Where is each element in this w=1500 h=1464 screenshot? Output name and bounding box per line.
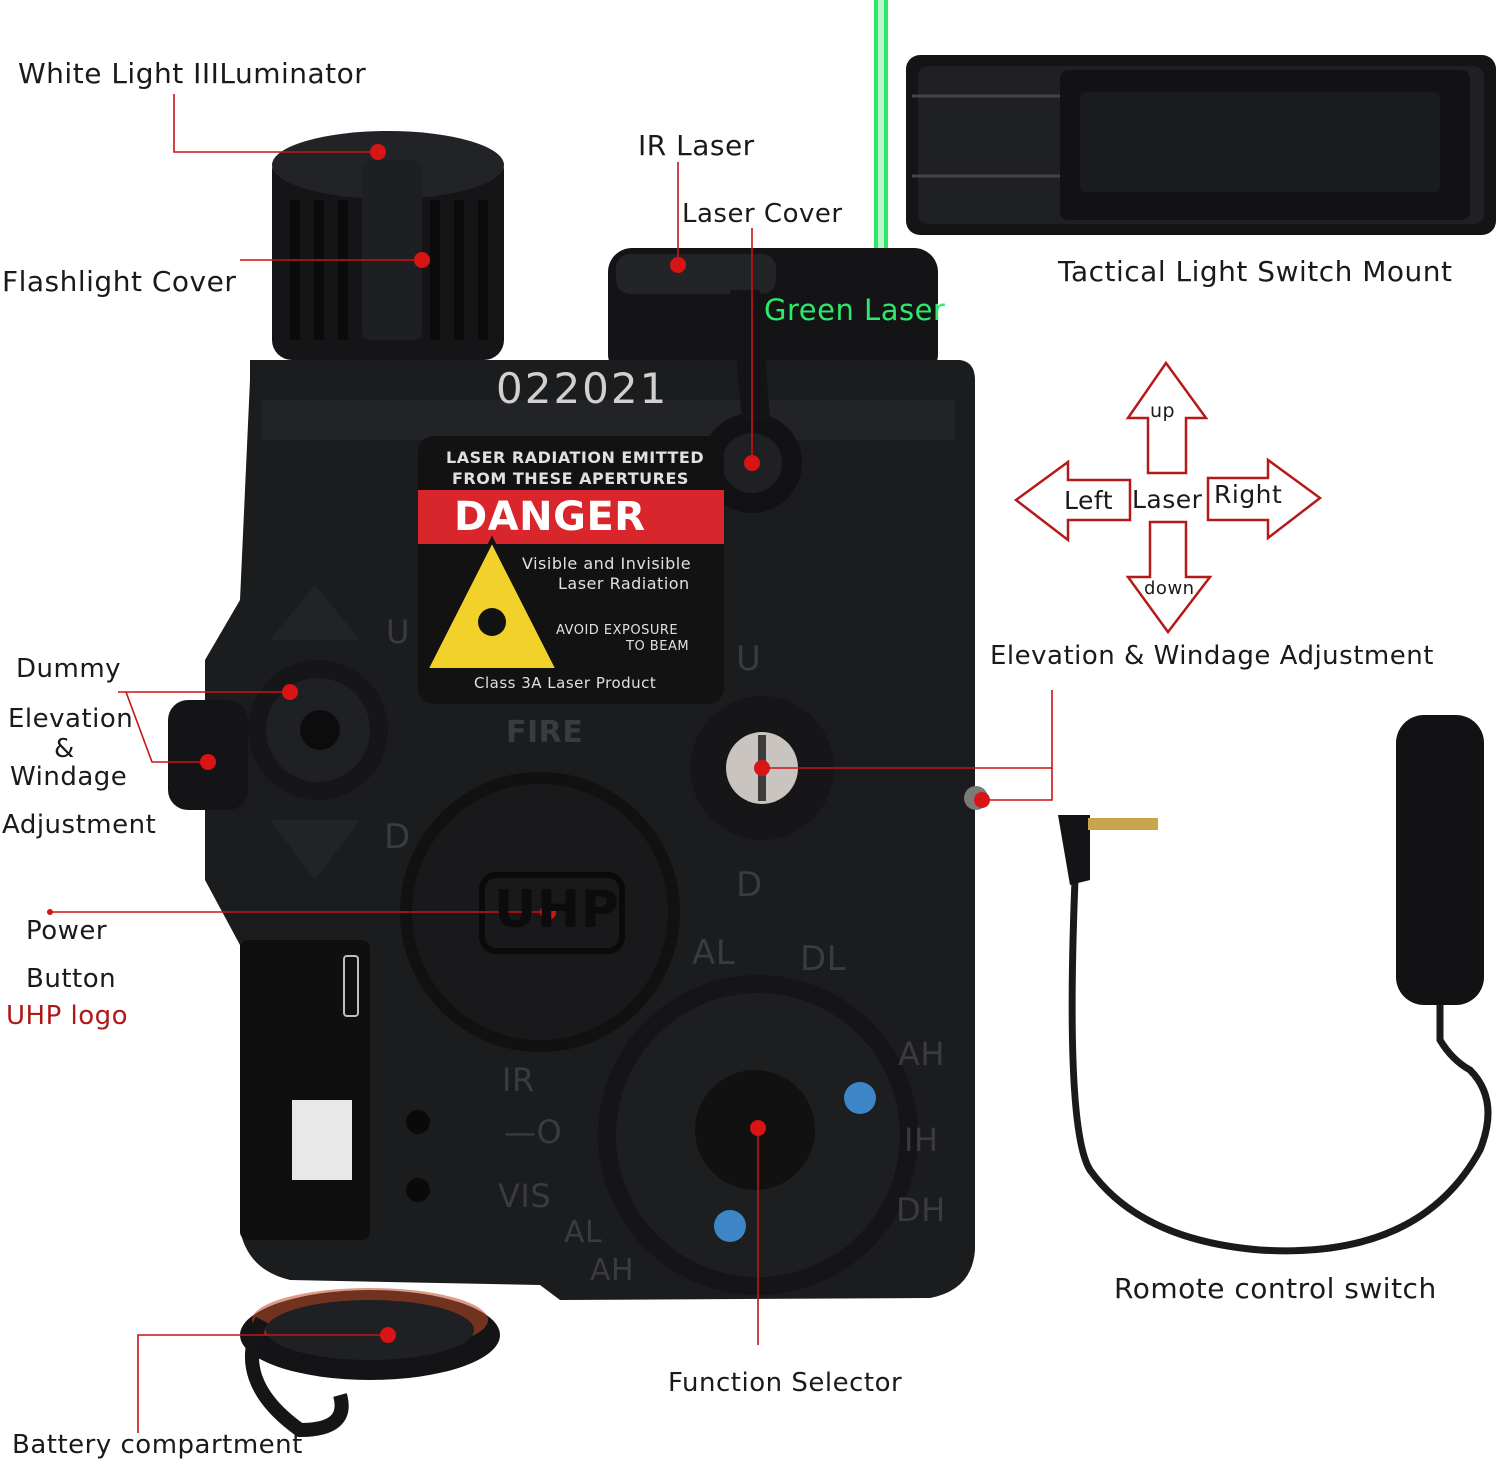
- label-ir-laser: IR Laser: [638, 129, 755, 162]
- label-function-selector: Function Selector: [668, 1368, 903, 1398]
- avoid-exposure-line-2: TO BEAM: [626, 639, 690, 654]
- warning-line-2: FROM THESE APERTURES: [452, 469, 689, 488]
- al-top-marking: AL: [692, 933, 736, 973]
- label-ampersand: &: [54, 734, 75, 764]
- warning-line-1: LASER RADIATION EMITTED: [446, 448, 705, 467]
- d-left-marking: D: [384, 817, 411, 857]
- ah-bottom-marking: AH: [590, 1253, 635, 1288]
- label-tactical-mount: Tactical Light Switch Mount: [1058, 255, 1453, 288]
- u-right-marking: U: [736, 639, 762, 679]
- peq-device-body: [168, 131, 988, 1438]
- arrow-label-down: down: [1144, 578, 1195, 599]
- arrow-right: [1206, 457, 1323, 541]
- arrow-down: [1125, 520, 1213, 635]
- device-serial-number: 022021: [496, 364, 669, 413]
- visible-invisible-line-1: Visible and Invisible: [522, 554, 692, 573]
- label-adjustment: Adjustment: [2, 810, 157, 840]
- ir-marking: IR: [502, 1061, 535, 1099]
- label-dummy: Dummy: [16, 654, 122, 684]
- label-elevation: Elevation: [8, 704, 134, 734]
- u-left-marking: U: [386, 613, 410, 651]
- arrow-label-right: Right: [1214, 480, 1283, 509]
- ah-right-marking: AH: [898, 1035, 945, 1073]
- uhp-marking: UHP: [494, 880, 620, 940]
- tactical-mount-image: [906, 55, 1496, 235]
- ih-marking: IH: [904, 1121, 939, 1159]
- green-laser-beam: [874, 0, 888, 285]
- remote-switch-image: [1058, 715, 1492, 1255]
- al-bottom-marking: AL: [564, 1215, 603, 1250]
- leader-lines: [50, 94, 1053, 1433]
- arrow-label-left: Left: [1064, 486, 1114, 515]
- direction-arrows: [1013, 360, 1323, 635]
- fire-marking: FIRE: [506, 715, 584, 750]
- label-white-light: White Light IIILuminator: [18, 57, 367, 90]
- arrow-up: [1125, 360, 1209, 475]
- label-laser-cover: Laser Cover: [682, 199, 843, 229]
- o-marking: —O: [504, 1113, 563, 1151]
- avoid-exposure-line-1: AVOID EXPOSURE: [556, 623, 679, 638]
- label-remote-switch: Romote control switch: [1114, 1272, 1437, 1305]
- leader-dots: [47, 144, 990, 1343]
- arrow-left: [1013, 459, 1132, 543]
- d-right-marking: D: [736, 865, 763, 905]
- dl-marking: DL: [800, 939, 847, 979]
- class-label: Class 3A Laser Product: [474, 674, 657, 692]
- label-elevation-windage-adjustment: Elevation & Windage Adjustment: [990, 641, 1434, 671]
- label-flashlight-cover: Flashlight Cover: [2, 265, 237, 298]
- dh-marking: DH: [896, 1191, 946, 1229]
- label-power: Power: [26, 916, 108, 946]
- arrow-label-laser: Laser: [1132, 485, 1203, 514]
- label-battery-compartment: Battery compartment: [12, 1430, 303, 1460]
- danger-text: DANGER: [454, 494, 646, 540]
- label-button: Button: [26, 964, 117, 994]
- vis-marking: VIS: [498, 1177, 552, 1215]
- visible-invisible-line-2: Laser Radiation: [558, 574, 690, 593]
- arrow-label-up: up: [1150, 400, 1176, 422]
- label-uhp-logo: UHP logo: [6, 1001, 129, 1031]
- label-windage: Windage: [10, 762, 128, 792]
- label-green-laser: Green Laser: [764, 293, 946, 327]
